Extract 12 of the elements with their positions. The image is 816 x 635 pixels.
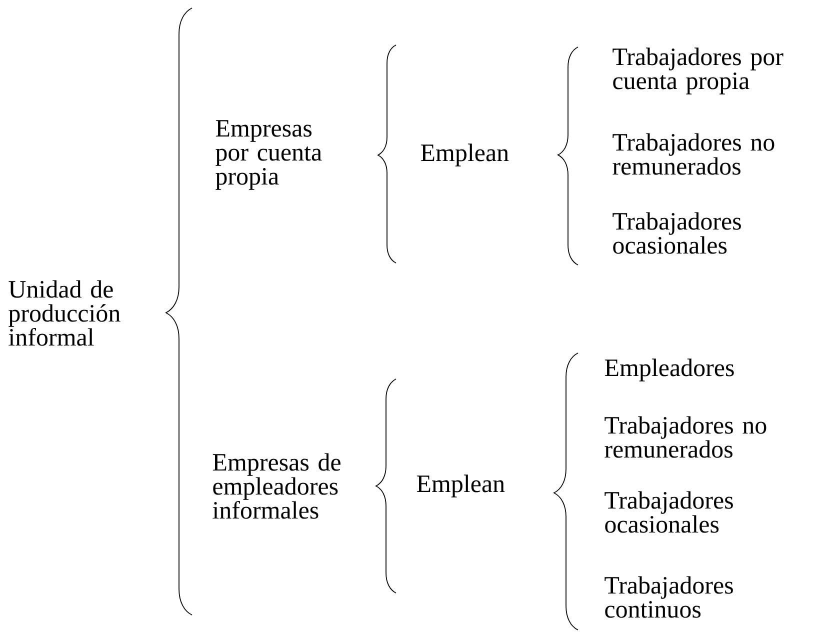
branch-label: Emplean bbox=[420, 144, 509, 166]
branch-label: Emplean bbox=[416, 474, 505, 498]
branch-label: Trabajadores no remunerados bbox=[604, 416, 766, 458]
branch-label: Trabajadores ocasionales bbox=[612, 212, 741, 254]
branch-label: Empresas de empleadores informales bbox=[212, 453, 340, 519]
branch-label: Trabajadores ocasionales bbox=[604, 491, 733, 533]
branch-label: Trabajadores continuos bbox=[604, 576, 733, 618]
branch-label: Trabajadores no remunerados bbox=[612, 133, 774, 175]
branch-label: Empleadores bbox=[604, 358, 734, 382]
branch-label: Trabajadores por cuenta propia bbox=[612, 48, 784, 94]
branch-label: Unidad de producción informal bbox=[8, 280, 120, 346]
branch-label: Empresas por cuenta propia bbox=[216, 120, 322, 190]
